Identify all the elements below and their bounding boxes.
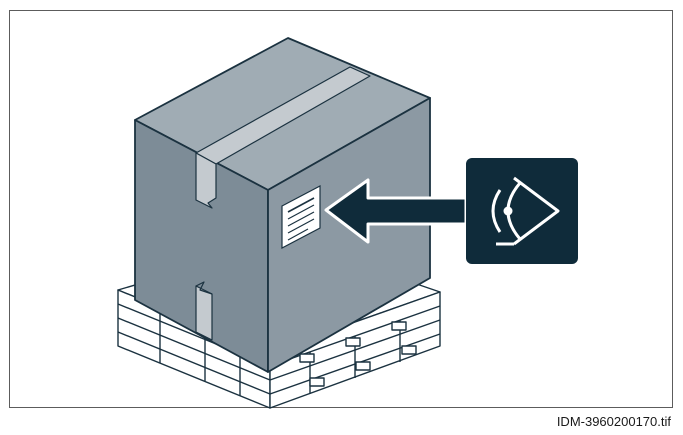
figure-file-id: IDM-3960200170.tif (556, 414, 671, 429)
shipping-label-icon (281, 185, 321, 249)
eye-inspection-icon (466, 158, 578, 264)
packing-tape (195, 66, 371, 341)
box-side-face (267, 97, 431, 373)
